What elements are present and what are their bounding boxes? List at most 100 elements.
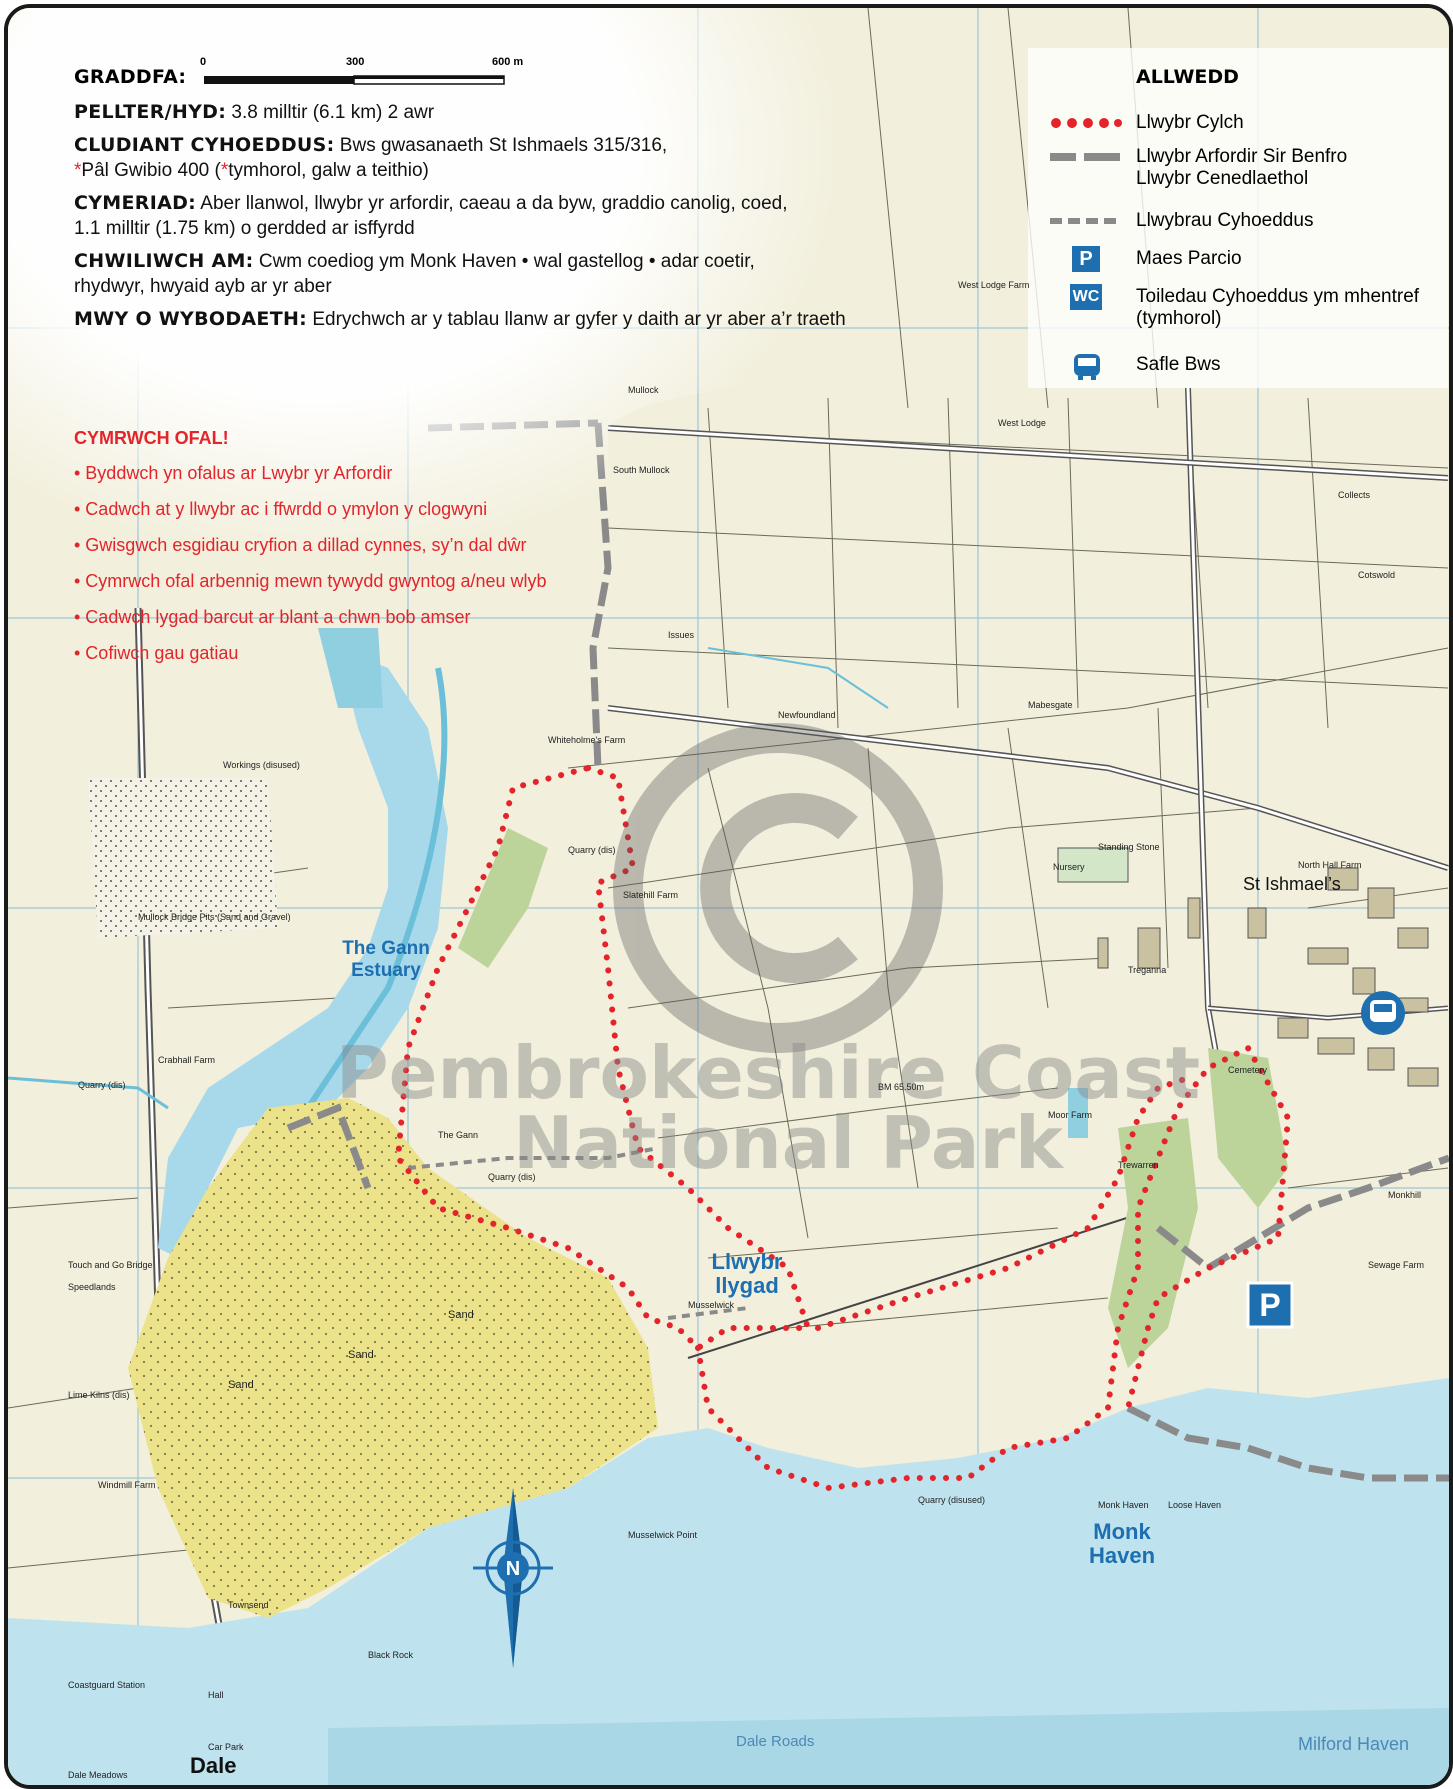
legend-item-circular-walk: Llwybr Cylch [1048,110,1428,140]
place-label: Quarry (dis) [488,1172,536,1182]
legend-text: Llwybr Arfordir Sir Benfro [1136,146,1348,167]
woodland-gann [458,828,548,968]
label-monk-haven: Monk Haven [1062,1520,1182,1568]
place-label: Trewarren [1118,1160,1159,1170]
place-label: Monk Haven [1098,1500,1149,1510]
place-label: Townsend [228,1600,269,1610]
scale-tick-600: 600 m [492,56,524,68]
place-label: West Lodge [998,418,1046,428]
safety-item: • Byddwch yn ofalus ar Lwybr yr Arfordir [74,463,393,483]
place-label: Quarry (dis) [78,1080,126,1090]
place-label: Car Park [208,1742,244,1752]
place-label: Moor Farm [1048,1110,1092,1120]
info-character-label: CYMERIAD: [74,192,197,214]
info-transport-star1: * [74,160,82,181]
place-label: Crabhall Farm [158,1055,215,1065]
info-more-label: MWY O WYBODAETH: [74,308,308,330]
woodland-east [1208,1048,1288,1208]
safety-item: • Cadwch lygad barcut ar blant a chwn bo… [74,607,471,627]
stream-n [707,647,889,709]
safety-item: • Cymrwch ofal arbennig mewn tywydd gwyn… [74,571,547,591]
info-transport-star2: * [220,160,229,181]
place-label: Whiteholme's Farm [548,735,625,745]
place-label: Sewage Farm [1368,1260,1424,1270]
safety-item: • Cadwch at y llwybr ac i ffwrdd o ymylo… [74,499,488,519]
label-st-ishmaels: St Ishmael’s [1243,874,1341,894]
safety-title: CYMRWCH OFAL! [74,428,229,448]
compass: N [473,1488,553,1668]
info-more: MWY O WYBODAETH: Edrychwch ar y tablau l… [74,307,854,332]
legend-text: Llwybr Cenedlaethol [1136,168,1309,189]
scale-tick-300: 300 [346,56,365,68]
place-label: The Gann [438,1130,478,1140]
place-label: Loose Haven [1168,1500,1221,1510]
info-transport: CLUDIANT CYHOEDDUS: Bws gwasanaeth St Is… [74,133,854,183]
place-label: Black Rock [368,1650,414,1660]
deep-sea [328,1708,1449,1785]
info-transport-label: CLUDIANT CYHOEDDUS: [74,134,335,156]
map-canvas: Pembrokeshire Coast National Park N P Wh [8,8,1449,1785]
place-label: Cemetery [1228,1065,1268,1075]
info-distance: PELLTER/HYD: 3.8 milltir (6.1 km) 2 awr [74,100,854,125]
bus-icon [1074,354,1100,380]
place-label: South Mullock [613,465,670,475]
place-label: Treganna [1128,965,1166,975]
place-label: Windmill Farm [98,1480,156,1490]
info-panel-fade [8,8,888,700]
compass-north: N [506,1558,520,1580]
public-footpaths [407,1146,749,1320]
grey-short-dash-icon [1050,218,1116,224]
place-label: West Lodge Farm [958,280,1029,290]
bus-stop-icon [1361,991,1405,1035]
scale-label: GRADDFA: [74,66,187,88]
legend-text: Maes Parcio [1136,248,1242,269]
place-label: Dale Meadows [68,1770,128,1780]
place-label: North Hall Farm [1298,860,1362,870]
scale-graphic [204,75,505,85]
st-ishmaels-buildings [1057,847,1439,1087]
safety-item: • Cofiwch gau gatiau [74,643,239,663]
stream-w [8,1076,169,1110]
legend-text: (tymhorol) [1136,308,1222,329]
safety-notes: CYMRWCH OFAL! • Byddwch yn ofalus ar Lwy… [74,428,634,677]
legend-text: Llwybrau Cyhoeddus [1136,210,1314,231]
place-label: Issues [668,630,695,640]
info-more-text: Edrychwch ar y tablau llanw ar gyfer y d… [312,309,846,330]
place-label: Monkhill [1388,1190,1421,1200]
label-monk-line2: Haven [1088,1543,1156,1568]
legend-item-bus-stop: Safle Bws [1048,352,1428,382]
label-llwybr-llygad: Llwybr llygad [692,1250,802,1298]
sand-flats [128,1098,658,1618]
label-eye-line2: llygad [715,1273,779,1298]
legend-text: Toiledau Cyhoeddus ym mhentref [1136,286,1420,307]
label-gann-line1: The Gann [342,938,430,959]
safety-item: • Gwisgwch esgidiau cryfion a dillad cyn… [74,535,527,555]
place-label: Newfoundland [778,710,836,720]
info-transport-line2a: Pâl Gwibio 400 ( [81,160,221,181]
info-character-text: Aber llanwol, llwybr yr arfordir, caeau … [200,193,788,214]
place-label: Musselwick Point [628,1530,698,1540]
place-label: Touch and Go Bridge [68,1260,153,1270]
watermark-line-2: National Park [513,1101,1065,1185]
info-character: CYMERIAD: Aber llanwol, llwybr yr arford… [74,191,854,241]
map-frame: Pembrokeshire Coast National Park N P Wh [4,4,1453,1789]
red-dots-icon [1051,118,1122,128]
pits [88,778,278,938]
place-label: Sand [228,1379,254,1391]
info-look-for-label: CHWILIWCH AM: [74,250,254,272]
parking-glyph: P [1259,1287,1280,1323]
place-label: Collects [1338,490,1371,500]
place-label: Musselwick [688,1300,735,1310]
place-label: Sand [348,1349,374,1361]
place-label: Workings (disused) [223,760,300,770]
place-label: Lime Kilns (dis) [68,1390,130,1400]
label-dale: Dale [190,1753,236,1778]
legend-item-footpaths: Llwybrau Cyhoeddus [1048,208,1428,238]
label-monk-line1: Monk [1093,1519,1151,1544]
label-gann-estuary: The Gann Estuary [326,938,446,982]
scale-tick-0: 0 [200,56,207,68]
legend-text: Safle Bws [1136,354,1221,375]
label-dale-roads: Dale Roads [736,1733,814,1750]
place-label: Mullock Bridge Pits (Sand and Gravel) [138,912,291,922]
